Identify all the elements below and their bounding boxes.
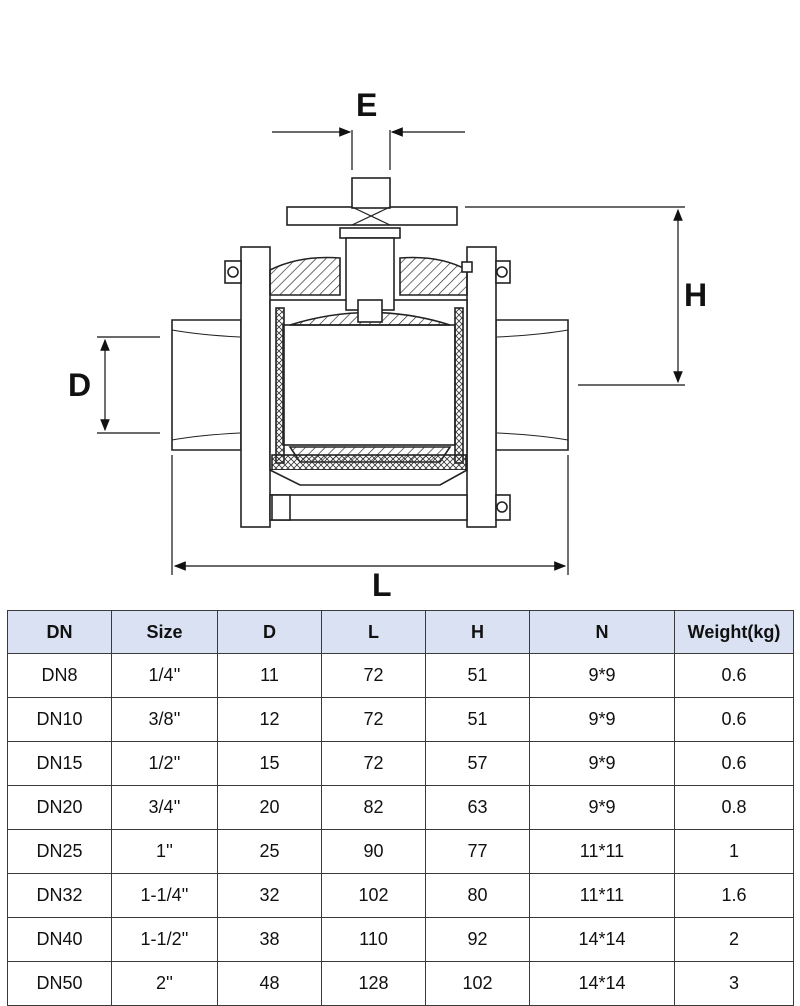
cell-d: 11 (217, 653, 322, 698)
dimension-label-d: D (68, 367, 91, 403)
cell-l: 72 (321, 697, 426, 742)
cell-size: 3/8'' (111, 697, 218, 742)
cell-weight: 0.6 (674, 697, 794, 742)
cell-weight: 0.6 (674, 653, 794, 698)
cell-d: 32 (217, 873, 322, 918)
cell-weight: 1 (674, 829, 794, 874)
cell-h: 51 (425, 653, 530, 698)
cell-d: 20 (217, 785, 322, 830)
cell-n: 11*11 (529, 829, 675, 874)
cell-size: 1-1/2'' (111, 917, 218, 962)
header-dn: DN (7, 610, 112, 654)
header-d: D (217, 610, 322, 654)
dimension-lines (97, 127, 685, 575)
cell-dn: DN8 (7, 653, 112, 698)
cell-h: 63 (425, 785, 530, 830)
cell-d: 25 (217, 829, 322, 874)
cell-l: 72 (321, 741, 426, 786)
cell-size: 1/2'' (111, 741, 218, 786)
header-h: H (425, 610, 530, 654)
cell-h: 102 (425, 961, 530, 1006)
cell-h: 77 (425, 829, 530, 874)
table-header-row: DN Size D L H N Weight(kg) (7, 610, 794, 654)
dimension-label-l: L (372, 567, 392, 600)
cell-n: 14*14 (529, 961, 675, 1006)
cell-dn: DN32 (7, 873, 112, 918)
valve-body-outline (171, 177, 569, 528)
valve-technical-drawing: E H D L (68, 87, 707, 600)
cell-h: 80 (425, 873, 530, 918)
cell-l: 110 (321, 917, 426, 962)
cell-size: 2'' (111, 961, 218, 1006)
cell-l: 82 (321, 785, 426, 830)
cell-n: 9*9 (529, 653, 675, 698)
cell-weight: 0.6 (674, 741, 794, 786)
cell-d: 48 (217, 961, 322, 1006)
cell-d: 38 (217, 917, 322, 962)
cell-weight: 3 (674, 961, 794, 1006)
cell-size: 1'' (111, 829, 218, 874)
header-l: L (321, 610, 426, 654)
cell-h: 51 (425, 697, 530, 742)
cell-dn: DN40 (7, 917, 112, 962)
header-weight: Weight(kg) (674, 610, 794, 654)
dimension-label-e: E (356, 87, 377, 123)
cell-d: 12 (217, 697, 322, 742)
cell-dn: DN20 (7, 785, 112, 830)
cell-weight: 1.6 (674, 873, 794, 918)
cell-dn: DN25 (7, 829, 112, 874)
cell-weight: 0.8 (674, 785, 794, 830)
cell-l: 102 (321, 873, 426, 918)
cell-n: 14*14 (529, 917, 675, 962)
cell-l: 90 (321, 829, 426, 874)
cell-dn: DN15 (7, 741, 112, 786)
cell-size: 1/4'' (111, 653, 218, 698)
cell-size: 1-1/4'' (111, 873, 218, 918)
cell-n: 9*9 (529, 785, 675, 830)
header-n: N (529, 610, 675, 654)
cell-n: 9*9 (529, 741, 675, 786)
cell-n: 9*9 (529, 697, 675, 742)
cell-weight: 2 (674, 917, 794, 962)
cell-l: 72 (321, 653, 426, 698)
cell-dn: DN10 (7, 697, 112, 742)
header-size: Size (111, 610, 218, 654)
cell-h: 57 (425, 741, 530, 786)
cell-n: 11*11 (529, 873, 675, 918)
cell-size: 3/4'' (111, 785, 218, 830)
cell-l: 128 (321, 961, 426, 1006)
dimension-label-h: H (684, 277, 707, 313)
cell-dn: DN50 (7, 961, 112, 1006)
cell-h: 92 (425, 917, 530, 962)
cell-d: 15 (217, 741, 322, 786)
